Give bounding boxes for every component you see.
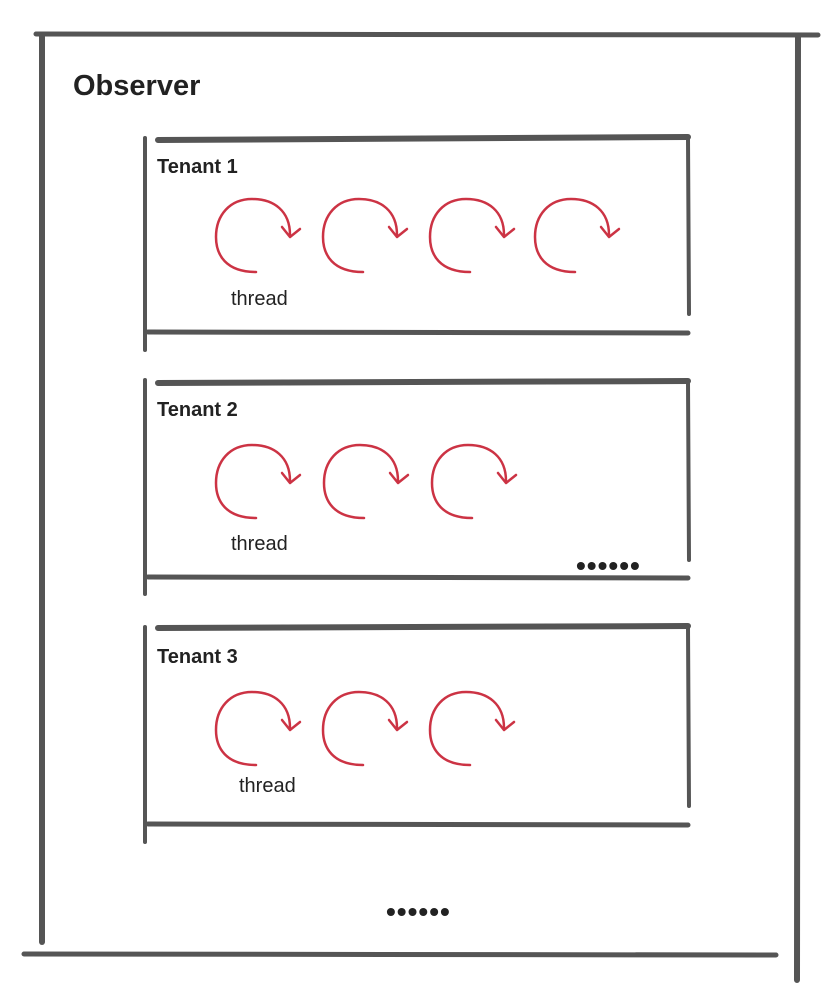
tenant-2-threads: [214, 443, 518, 520]
tenant-2-box-bottom: [145, 574, 691, 581]
tenant-1-thread-label: thread: [231, 288, 288, 310]
thread-loop-icon: [214, 197, 302, 274]
tenant-3-thread-label: thread: [239, 775, 296, 797]
tenant-3-box-top: [155, 623, 691, 631]
tenant-1-title: Tenant 1: [157, 156, 238, 178]
tenant-2-more-indicator: ••••••: [576, 550, 641, 581]
tenant-1-box-top: [155, 134, 691, 143]
tenant-2-thread-label: thread: [231, 533, 288, 555]
tenant-1-box-bottom: [145, 329, 691, 336]
tenant-2-title: Tenant 2: [157, 399, 238, 421]
tenant-2-box: [143, 378, 691, 596]
thread-loop-icon: [428, 690, 516, 767]
observer-box-top: [33, 31, 821, 38]
observer-title: Observer: [73, 70, 201, 102]
tenant-3-box-right: [686, 625, 691, 808]
observer-more-indicator: ••••••: [386, 896, 451, 927]
thread-loop-icon: [322, 443, 410, 520]
tenant-1-box-right: [686, 136, 691, 316]
tenant-1-box: [143, 134, 691, 352]
tenant-3-title: Tenant 3: [157, 646, 238, 668]
thread-loop-icon: [430, 443, 518, 520]
observer-box-bottom: [21, 951, 779, 958]
tenant-3-threads: [214, 690, 516, 767]
tenant-3-box-bottom: [145, 821, 691, 828]
thread-loop-icon: [321, 690, 409, 767]
thread-loop-icon: [428, 197, 516, 274]
observer-box: [21, 31, 821, 983]
tenant-2-box-right: [686, 380, 691, 562]
thread-loop-icon: [321, 197, 409, 274]
tenant-3-box: [143, 623, 691, 844]
tenant-2-box-top: [155, 378, 691, 386]
observer-box-right: [794, 33, 801, 983]
thread-loop-icon: [214, 443, 302, 520]
thread-loop-icon: [214, 690, 302, 767]
thread-loop-icon: [533, 197, 621, 274]
tenant-1-threads: [214, 197, 621, 274]
